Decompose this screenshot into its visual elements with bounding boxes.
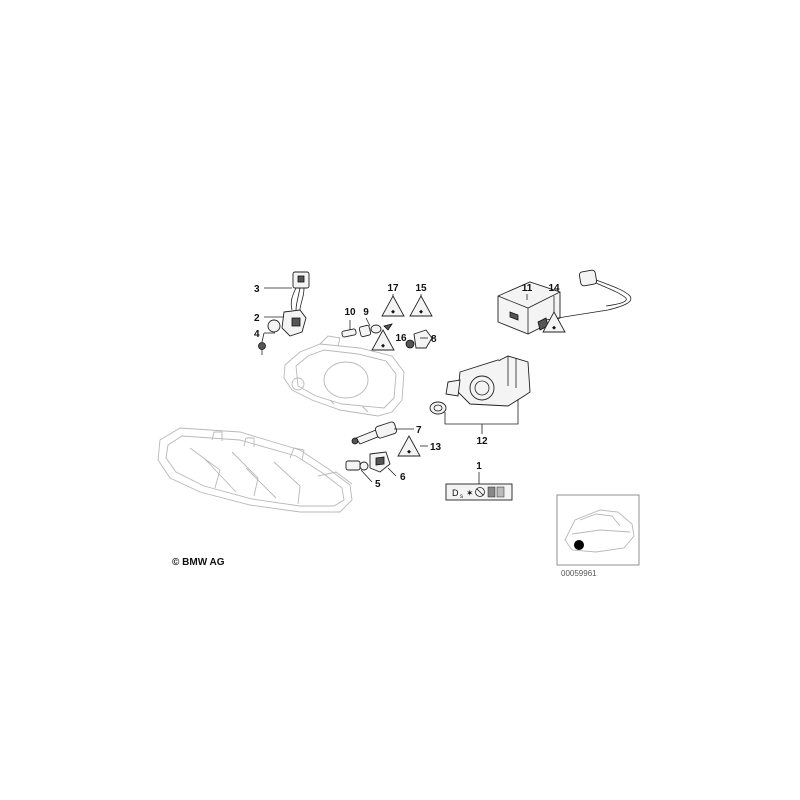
- leader-lines: [261, 287, 555, 483]
- part-connector-3[interactable]: [290, 271, 310, 311]
- callout-13: 13: [430, 442, 442, 453]
- part-warning-label-1[interactable]: D s ✶: [445, 472, 513, 501]
- callout-2: 2: [254, 313, 260, 324]
- callout-17: 17: [387, 283, 399, 294]
- car-locator-thumbnail: [556, 494, 640, 566]
- part-seal-ring[interactable]: [429, 401, 447, 415]
- callout-12: 12: [476, 436, 488, 447]
- callout-4: 4: [254, 329, 260, 340]
- callout-labels: 3 2 4 10 9 17 15 16 8 11 14 12 7 13 6 5 …: [254, 283, 560, 490]
- copyright-text: © BMW AG: [172, 557, 225, 568]
- callout-10: 10: [344, 307, 356, 318]
- warning-triangle-15: ◆: [409, 295, 433, 317]
- rear-housing-outline: [283, 335, 405, 417]
- callout-14: 14: [548, 283, 560, 294]
- callout-1: 1: [476, 461, 482, 472]
- svg-text:◆: ◆: [391, 309, 395, 315]
- part-screw-4[interactable]: [258, 342, 266, 356]
- callout-15: 15: [415, 283, 427, 294]
- svg-text:◆: ◆: [407, 449, 411, 455]
- svg-text:D: D: [452, 488, 459, 498]
- part-bulb-5[interactable]: [345, 460, 369, 471]
- svg-text:s: s: [460, 494, 463, 500]
- part-socket-6[interactable]: [369, 451, 391, 473]
- part-socket-8[interactable]: [405, 329, 433, 349]
- callout-8: 8: [431, 334, 437, 345]
- callout-6: 6: [400, 472, 406, 483]
- svg-text:◆: ◆: [381, 343, 385, 349]
- callout-11: 11: [522, 283, 533, 294]
- callout-7: 7: [416, 425, 422, 436]
- part-xenon-bulb-7[interactable]: [351, 421, 398, 445]
- headlight-housing-outline: [157, 427, 353, 513]
- warning-triangle-13: ◆: [397, 435, 421, 457]
- callout-3: 3: [254, 284, 260, 295]
- svg-text:◆: ◆: [552, 325, 556, 331]
- svg-text:✶: ✶: [466, 489, 474, 499]
- warning-triangle-16: ◆: [371, 329, 395, 351]
- warning-triangle-14: ◆: [542, 311, 566, 333]
- warning-triangle-17: ◆: [381, 295, 405, 317]
- part-pin-10[interactable]: [341, 320, 357, 338]
- part-bulb-socket-2[interactable]: [267, 309, 307, 337]
- part-ignition-module-12[interactable]: [445, 355, 531, 407]
- document-id: 00059961: [561, 569, 597, 578]
- svg-text:◆: ◆: [419, 309, 423, 315]
- callout-5: 5: [375, 479, 381, 490]
- part-bulb-9[interactable]: [358, 317, 393, 338]
- callout-9: 9: [363, 307, 369, 318]
- callout-16: 16: [395, 333, 407, 344]
